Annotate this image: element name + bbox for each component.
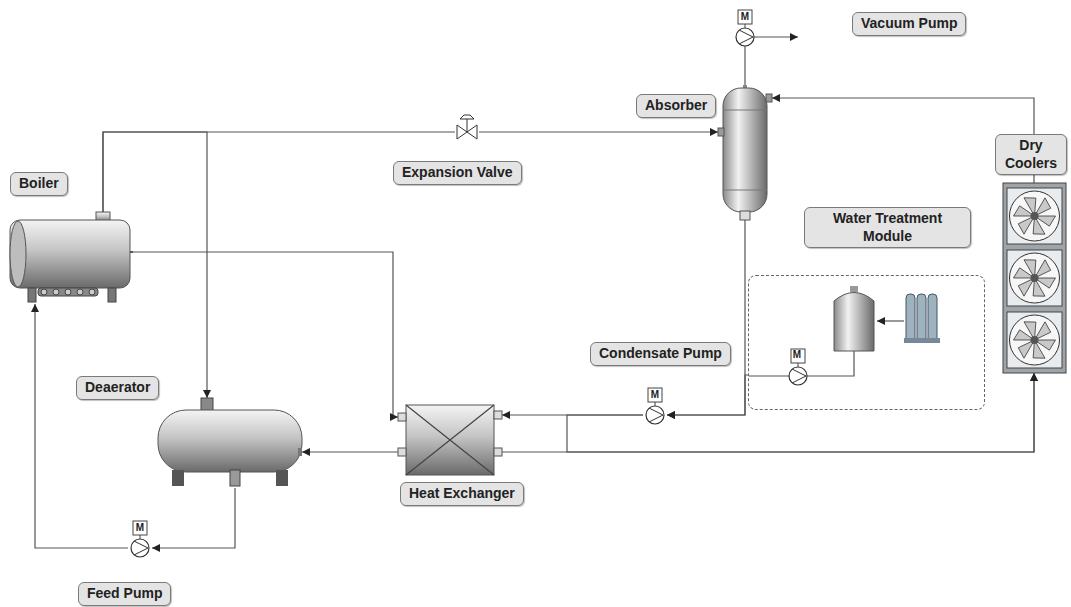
pipe-connector xyxy=(502,373,1034,452)
pipe-connector xyxy=(302,451,398,452)
deaerator-vessel-drawing xyxy=(158,398,302,486)
equipment-label: Boiler xyxy=(10,172,68,196)
motor-letter: M xyxy=(793,350,801,360)
deaerator-vessel-illustration xyxy=(158,398,302,488)
absorber-column-illustration xyxy=(718,85,772,220)
equipment-label: Dry Coolers xyxy=(995,134,1067,175)
equipment-label: Absorber xyxy=(636,94,716,118)
equipment-label: Feed Pump xyxy=(78,582,171,606)
condensate-pump-drawing xyxy=(646,388,664,424)
pipe-connector xyxy=(35,304,128,548)
equipment-label: Vacuum Pump xyxy=(852,12,966,36)
expansion-valve-drawing xyxy=(457,115,477,139)
heat-exchanger-illustration xyxy=(398,405,502,475)
expansion-valve-illustration xyxy=(455,115,479,143)
boiler-vessel: Boiler xyxy=(8,212,133,304)
equipment-label: Water Treatment Module xyxy=(804,207,971,248)
motor-letter: M xyxy=(136,523,144,533)
pipe-connector xyxy=(133,252,398,417)
pipe-connector xyxy=(152,488,235,548)
pipe-connector xyxy=(667,375,748,415)
equipment-label: Expansion Valve xyxy=(393,161,522,185)
boiler-vessel-illustration xyxy=(8,212,133,304)
absorber-column: Absorber xyxy=(718,85,772,220)
water-treatment-module: Water Treatment Module xyxy=(748,275,985,410)
dry-coolers-illustration xyxy=(1003,183,1066,373)
pipe-connector xyxy=(744,46,745,85)
equipment-label: Condensate Pump xyxy=(590,342,731,366)
heat-exchanger-drawing xyxy=(398,405,502,475)
expansion-valve: Expansion Valve xyxy=(455,115,479,143)
water-treatment-module-illustration xyxy=(749,276,986,411)
dry-coolers: Dry Coolers xyxy=(1003,183,1066,373)
deaerator-vessel: Deaerator xyxy=(158,398,302,488)
feed-pump-drawing xyxy=(131,521,149,557)
pipe-connector xyxy=(667,220,745,415)
pipe-connector xyxy=(479,131,718,132)
equipment-label: Heat Exchanger xyxy=(400,482,524,506)
motor-letter: M xyxy=(741,12,749,22)
boiler-vessel-drawing xyxy=(10,212,133,302)
motor-letter: M xyxy=(651,390,659,400)
vacuum-outlet-pipe xyxy=(754,37,798,38)
vacuum-pump-drawing xyxy=(736,10,754,46)
heat-exchanger: Heat Exchanger xyxy=(398,405,502,475)
absorber-column-drawing xyxy=(718,85,772,220)
dry-coolers-drawing xyxy=(1003,183,1066,373)
equipment-label: Deaerator xyxy=(76,376,159,400)
water-treatment-module-drawing xyxy=(749,286,940,385)
